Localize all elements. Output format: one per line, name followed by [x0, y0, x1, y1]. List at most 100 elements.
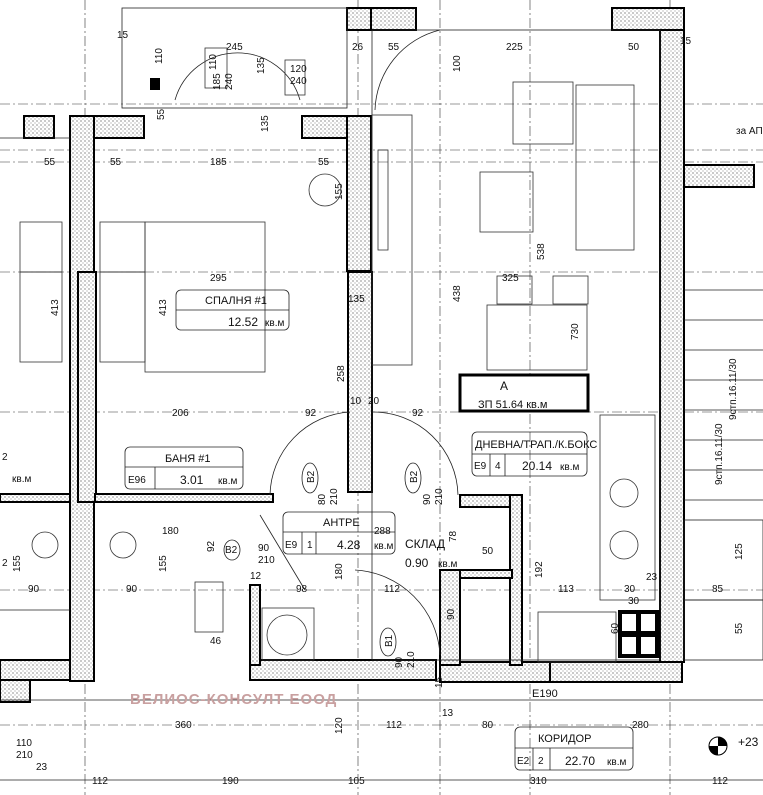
- dimension-label: 55: [734, 622, 745, 634]
- room-label-bedroom: СПАЛНЯ #1 12.52 кв.м: [175, 289, 290, 331]
- dimension-label: кв.м: [265, 318, 284, 329]
- dimension-label: 90: [126, 584, 138, 595]
- dimension-label: 15: [117, 30, 129, 41]
- dimension-label: 105: [348, 776, 365, 787]
- firm-name: ВЕЛИОС-КОНСУЛТ ЕООД: [130, 691, 337, 708]
- room-label-storage: СКЛАД 0.90 кв.м: [405, 537, 457, 570]
- dimension-label: 110: [16, 738, 32, 749]
- dimension-label: 185: [210, 157, 227, 168]
- dimension-label: 23: [646, 572, 658, 583]
- dimension-label: 55: [156, 108, 167, 120]
- dimension-label: B2: [306, 470, 317, 483]
- dimension-label: 78: [448, 530, 459, 542]
- dimension-label: 240: [224, 73, 235, 90]
- room-area: 3.01: [180, 473, 204, 487]
- apartment-tag-line2: ЗП 51.64 кв.м: [478, 399, 547, 411]
- dimension-label: 113: [558, 584, 574, 595]
- dimension-label: кв.м: [374, 541, 393, 552]
- dimension-label: 180: [334, 563, 345, 580]
- dimension-label: 206: [172, 408, 189, 419]
- fixture-labels: 110 120 240 185 240 135: [208, 54, 307, 90]
- dimension-label: 12: [250, 571, 262, 582]
- left-label: 2: [2, 452, 8, 463]
- dimension-label: 100: [452, 55, 463, 72]
- dimension-label: 155: [334, 183, 345, 200]
- stair-label-2: 9стп.16.11/30: [714, 423, 725, 485]
- room-code: E9: [285, 540, 298, 551]
- door-tags: B2 B2 B2 B1 80 210 90 210 90 210 90 210: [223, 462, 445, 668]
- room-area: 12.52: [228, 315, 258, 329]
- dimension-label: 110: [208, 54, 219, 70]
- room-area: 4.28: [337, 538, 361, 552]
- dimension-label: 185: [212, 73, 223, 90]
- dimension-label: 50: [628, 42, 640, 53]
- dimension-label: 10: [350, 396, 362, 407]
- dimension-label: 538: [536, 243, 547, 260]
- dimension-label: 210: [258, 555, 275, 566]
- dimension-label: 1: [307, 540, 313, 551]
- room-code: E96: [128, 475, 146, 486]
- dimension-label: 98: [296, 584, 308, 595]
- dimension-label: 192: [534, 561, 545, 578]
- dimension-label: кв.м: [218, 476, 237, 487]
- dimension-label: 210: [406, 651, 417, 668]
- apartment-tag-line1: А: [500, 379, 508, 393]
- dimension-label: 413: [50, 299, 61, 316]
- dimension-label: 20: [368, 396, 380, 407]
- dimension-label: 438: [452, 285, 463, 302]
- room-area: 20.14: [522, 459, 552, 473]
- dimension-label: 80: [317, 493, 328, 505]
- dimension-label: 120: [290, 64, 307, 75]
- elevation-mark: +23: [738, 735, 759, 749]
- dimension-label: 295: [210, 273, 227, 284]
- dimension-label: 2: [538, 756, 544, 767]
- room-label-corridor: КОРИДОР E2 2 22.70 кв.м: [514, 726, 634, 771]
- dimension-label: 55: [110, 157, 122, 168]
- dimensions: 15 110 245 26 55 225 50 15 100 55 55 185…: [2, 30, 745, 787]
- room-name: СПАЛНЯ #1: [205, 295, 267, 307]
- e190-label: E190: [532, 688, 558, 700]
- dimension-label: 112: [712, 776, 728, 787]
- dimension-label: 112: [386, 720, 402, 731]
- walls: [0, 7, 755, 703]
- dimension-label: 55: [388, 42, 400, 53]
- dimension-label: 125: [734, 543, 745, 560]
- room-name: БАНЯ #1: [165, 453, 211, 465]
- dimension-label: кв.м: [607, 757, 626, 768]
- furniture: [19, 47, 660, 663]
- dimension-label: 112: [92, 776, 108, 787]
- dimension-label: 30: [624, 584, 636, 595]
- dimension-label: 135: [256, 57, 267, 74]
- dimension-label: 245: [226, 42, 243, 53]
- dimension-label: 46: [210, 636, 222, 647]
- dimension-label: 26: [352, 42, 364, 53]
- dimension-label: 15: [680, 36, 692, 47]
- dimension-label: 55: [318, 157, 330, 168]
- dimension-label: 4: [495, 461, 501, 472]
- dimension-label: 210: [434, 488, 445, 505]
- za-ap-label: за АП: [736, 126, 763, 137]
- dimension-label: 13: [442, 708, 454, 719]
- dimension-label: 110: [154, 48, 165, 64]
- dimension-label: 135: [260, 115, 271, 132]
- dimension-label: 413: [158, 299, 169, 316]
- room-label-living: ДНЕВНА/ТРАП./К.БОКС E9 4 20.14 кв.м: [471, 431, 597, 477]
- dimension-label: 50: [482, 546, 494, 557]
- dimension-label: 30: [628, 596, 640, 607]
- left-unit: кв.м: [12, 474, 31, 485]
- dimension-label: 288: [374, 526, 391, 537]
- dimension-label: B2: [225, 545, 238, 556]
- dimension-label: 225: [506, 42, 523, 53]
- room-code: E9: [474, 461, 487, 472]
- dimension-label: 85: [712, 584, 724, 595]
- dimension-label: 180: [162, 526, 179, 537]
- dimension-label: 730: [570, 323, 581, 340]
- room-name: СКЛАД: [405, 537, 445, 551]
- dimension-label: кв.м: [438, 559, 457, 570]
- dimension-label: 2: [2, 558, 8, 569]
- dimension-label: 135: [348, 294, 365, 305]
- dimension-label: 55: [44, 157, 56, 168]
- dimension-label: 155: [158, 555, 169, 572]
- room-label-bath: БАНЯ #1 E96 3.01 кв.м: [124, 446, 244, 490]
